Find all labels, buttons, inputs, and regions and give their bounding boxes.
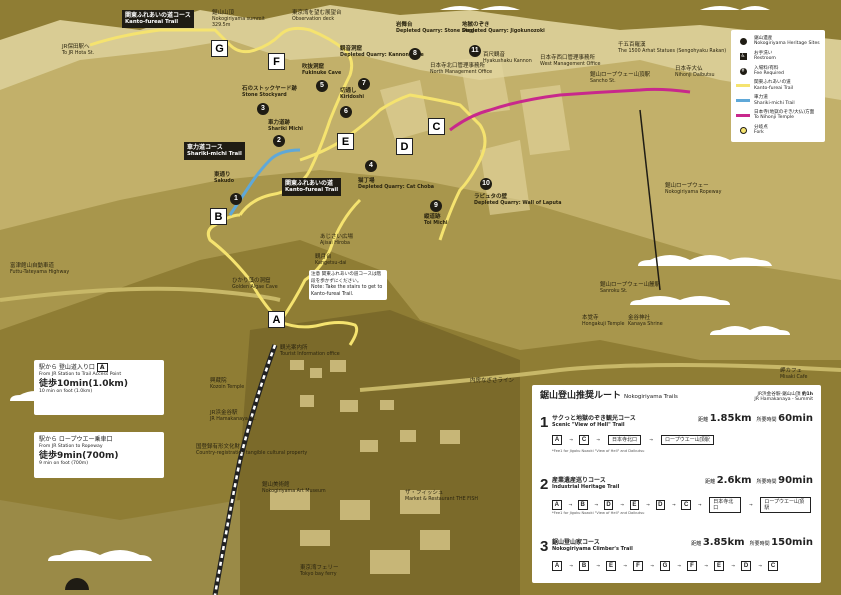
coastal-road-label: 内房なぎさライン	[470, 378, 515, 384]
point-f[interactable]: F	[268, 53, 285, 70]
restroom-icon: ♿	[739, 52, 747, 60]
site-marker-10[interactable]: 10	[480, 178, 492, 190]
site-marker-1[interactable]: 1	[230, 193, 242, 205]
station-to-trail-box: 駅から 登山道入り口 A From JR Station to Trail Ac…	[34, 360, 164, 415]
heritage-site-icon	[739, 37, 747, 45]
yen-icon: ¥	[739, 67, 747, 75]
ropeway-line	[639, 109, 661, 291]
coastal-road	[359, 363, 841, 392]
kanto-fureai-branch	[299, 93, 487, 241]
site-marker-7[interactable]: 7	[358, 78, 370, 90]
point-c[interactable]: C	[428, 118, 445, 135]
tunnel-icon	[65, 578, 89, 590]
nihonji-trail-line	[449, 87, 691, 132]
fork-icon	[739, 126, 747, 134]
point-e[interactable]: E	[337, 133, 354, 150]
site-marker-6[interactable]: 6	[340, 106, 352, 118]
site-marker-4[interactable]: 4	[365, 160, 377, 172]
bay-area	[0, 500, 240, 595]
magenta-line-icon	[736, 113, 750, 117]
yellow-line-icon	[736, 84, 750, 88]
town-buildings	[270, 360, 460, 574]
site-marker-8[interactable]: 8	[409, 48, 421, 60]
point-d[interactable]: D	[396, 138, 413, 155]
stairs-notice: 注意 関東ふれあいの道コースは階段を歩かずにください。Note: Take th…	[309, 270, 387, 300]
site-marker-9[interactable]: 9	[430, 200, 442, 212]
highway-road	[0, 286, 281, 302]
blue-line-icon	[736, 99, 750, 103]
site-marker-3[interactable]: 3	[257, 103, 269, 115]
site-marker-2[interactable]: 2	[273, 135, 285, 147]
point-b[interactable]: B	[210, 208, 227, 225]
cliff-highlights	[380, 55, 570, 215]
point-g[interactable]: G	[211, 40, 228, 57]
site-marker-11[interactable]: 11	[469, 45, 481, 57]
site-marker-5[interactable]: 5	[316, 80, 328, 92]
point-a[interactable]: A	[268, 311, 285, 328]
station-to-ropeway-box: 駅から ロープウエー乗車口 From JR Station to Ropeway…	[34, 432, 164, 478]
